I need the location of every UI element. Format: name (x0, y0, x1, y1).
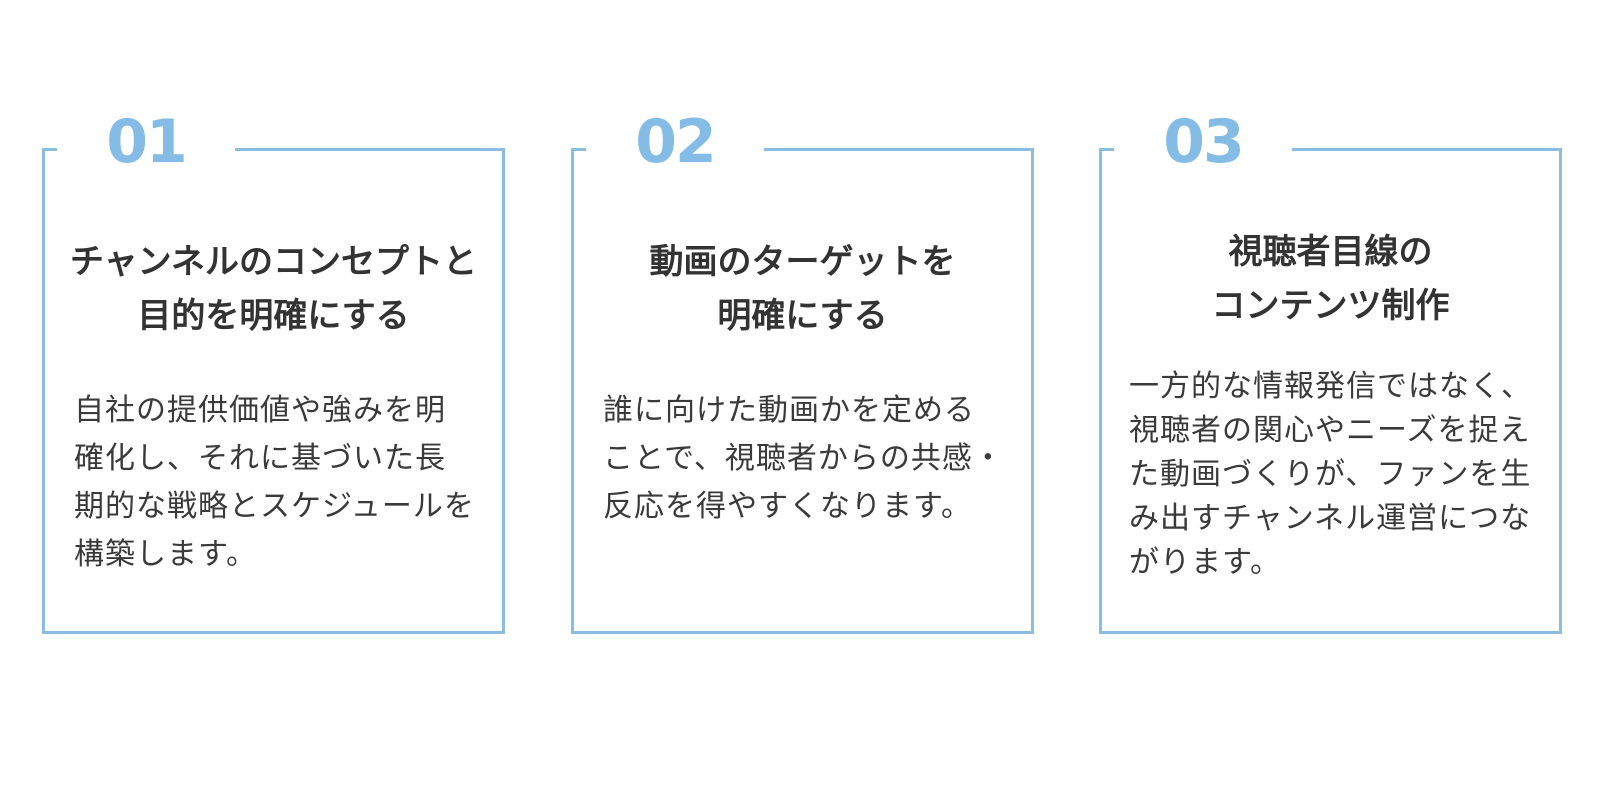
step-number: 02 (586, 109, 764, 175)
step-number: 03 (1114, 109, 1292, 175)
step-title: 動画のターゲットを 明確にする (649, 242, 956, 336)
step-description: 自社の提供価値や強みを明確化し、それに基づいた長期的な戦略とスケジュールを構築し… (74, 393, 475, 572)
step-title: 視聴者目線の コンテンツ制作 (1211, 232, 1450, 326)
step-title: チャンネルのコンセプトと 目的を明確にする (70, 242, 477, 336)
step-card-3: 03 視聴者目線の コンテンツ制作 一方的な情報発信ではなく、視聴者の関心やニー… (1099, 109, 1562, 634)
step-description: 一方的な情報発信ではなく、視聴者の関心やニーズを捉えた動画づくりが、ファンを生み… (1129, 369, 1532, 580)
step-number: 01 (57, 109, 235, 175)
step-card-1: 01 チャンネルのコンセプトと 目的を明確にする 自社の提供価値や強みを明確化し… (42, 109, 505, 634)
step-card-2: 02 動画のターゲットを 明確にする 誰に向けた動画かを定めることで、視聴者から… (571, 109, 1034, 634)
step-description: 誰に向けた動画かを定めることで、視聴者からの共感・反応を得やすくなります。 (603, 393, 1004, 524)
